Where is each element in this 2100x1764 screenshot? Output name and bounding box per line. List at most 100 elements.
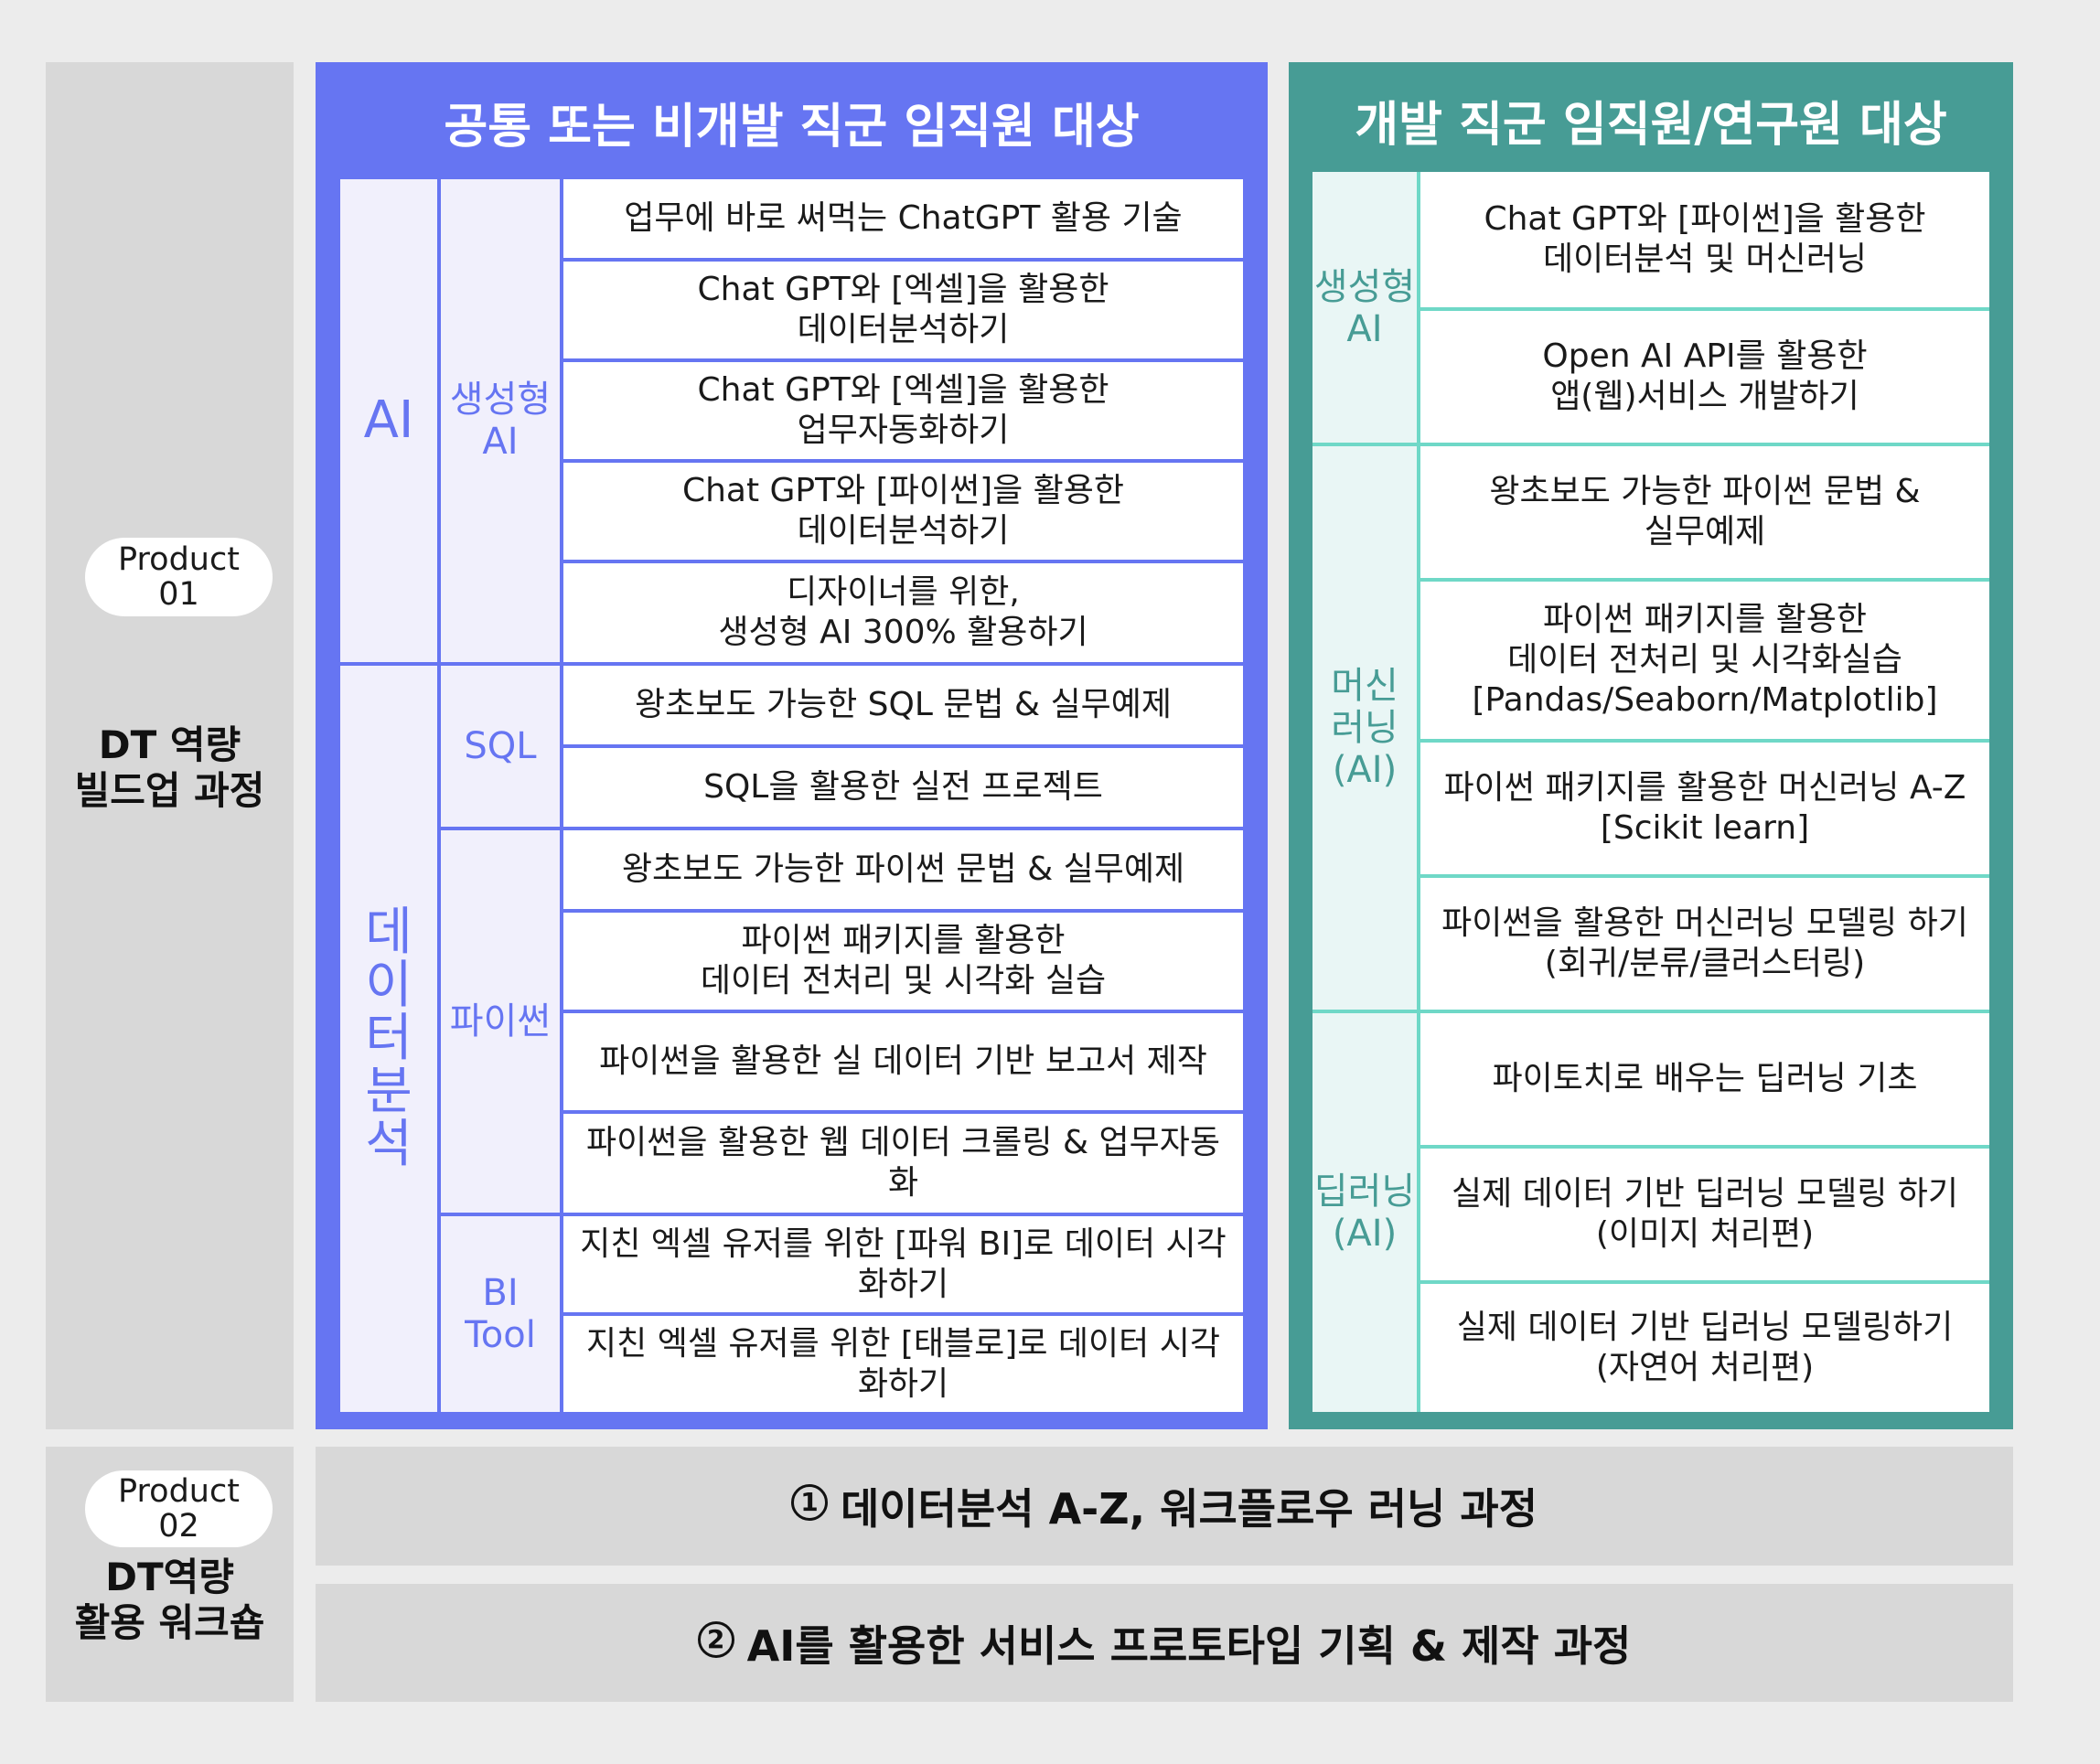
subcategory-genai-line2: AI <box>482 421 519 463</box>
subcategory-genai-line1: 생성형 <box>449 379 552 421</box>
course-line: Chat GPT와 [파이썬]을 활용한 <box>1484 200 1926 238</box>
category-data-char-2: 이 <box>365 956 412 1015</box>
course-line: 생성형 AI 300% 활용하기 <box>718 614 1088 651</box>
dev-category-separator <box>1312 1010 1989 1013</box>
course-item[interactable]: 파이썬을 활용한 실 데이터 기반 보고서 제작 <box>563 1013 1243 1110</box>
number-2-icon: 2 <box>697 1620 734 1658</box>
dev-row-separator <box>1420 1280 1989 1284</box>
subcategory-genai: 생성형 AI <box>441 179 560 662</box>
course-line: 파이썬 패키지를 활용한 <box>741 922 1066 959</box>
dev-column-divider <box>1417 172 1420 1412</box>
dev-category-ml-line1: 머신 <box>1331 665 1398 707</box>
product1-title-line2: 빌드업 과정 <box>74 768 265 813</box>
product2-badge: Product 02 <box>85 1470 273 1547</box>
course-line: 파이썬을 활용한 웹 데이터 크롤링 & 업무자동 <box>586 1124 1220 1161</box>
category-data-char-3: 터 <box>365 1009 412 1068</box>
course-line: SQL을 활용한 실전 프로젝트 <box>703 768 1103 806</box>
product1-title-line1: DT 역량 <box>98 722 241 767</box>
product1-badge: Product 01 <box>85 538 273 616</box>
subcategory-bi-tool: BI Tool <box>441 1216 560 1412</box>
course-line: 업무자동화하기 <box>797 412 1010 449</box>
category-data-char-5: 석 <box>365 1115 412 1174</box>
dev-row-separator <box>1420 1145 1989 1149</box>
dev-category-genai: 생성형 AI <box>1312 172 1417 444</box>
dev-category-dl-line1: 딥러닝 <box>1313 1171 1416 1213</box>
product2-badge-line1: Product <box>118 1473 240 1510</box>
dev-row-separator <box>1420 874 1989 878</box>
category-data-char-1: 데 <box>365 903 412 962</box>
course-line: 지친 엑셀 유저를 위한 [태블로]로 데이터 시각 <box>586 1324 1220 1363</box>
workshop-label-1: 데이터분석 A-Z, 워크플로우 러닝 과정 <box>840 1484 1538 1534</box>
course-item[interactable]: 왕초보도 가능한 파이썬 문법 & 실무예제 <box>563 830 1243 909</box>
course-item[interactable]: 디자이너를 위한,생성형 AI 300% 활용하기 <box>563 563 1243 662</box>
dev-course-item[interactable]: 실제 데이터 기반 딥러닝 모델링하기(자연어 처리편) <box>1420 1284 1989 1412</box>
product1-badge-line1: Product <box>118 541 240 578</box>
non-dev-track-header: 공통 또는 비개발 직군 임직원 대상 <box>444 99 1140 155</box>
dev-row-separator <box>1420 739 1989 743</box>
course-line: 업무에 바로 써먹는 ChatGPT 활용 기술 <box>624 199 1183 237</box>
course-item[interactable]: 왕초보도 가능한 SQL 문법 & 실무예제 <box>563 666 1243 744</box>
dev-category-ml-line2: 러닝 <box>1331 707 1398 749</box>
dev-category-ml: 머신 러닝 (AI) <box>1312 446 1417 1010</box>
course-line: (이미지 처리편) <box>1595 1215 1815 1253</box>
dev-category-genai-line1: 생성형 <box>1313 266 1416 308</box>
course-line: Chat GPT와 [엑셀]을 활용한 <box>697 371 1109 409</box>
course-line: 화하기 <box>857 1364 949 1403</box>
course-line: 데이터 전처리 및 시각화실습 <box>1507 641 1902 679</box>
course-line: 앱(웹)서비스 개발하기 <box>1550 378 1859 415</box>
dev-course-item[interactable]: 실제 데이터 기반 딥러닝 모델링 하기(이미지 처리편) <box>1420 1149 1989 1280</box>
category-data-analysis: 데 이 터 분 석 <box>340 666 437 1412</box>
course-line: 파이썬 패키지를 활용한 머신러닝 A-Z <box>1443 769 1966 807</box>
subcategory-sql: SQL <box>441 666 560 827</box>
course-item[interactable]: 업무에 바로 써먹는 ChatGPT 활용 기술 <box>563 179 1243 258</box>
course-line: 실제 데이터 기반 딥러닝 모델링 하기 <box>1451 1175 1959 1213</box>
workshop-bar-1[interactable]: 1 데이터분석 A-Z, 워크플로우 러닝 과정 <box>316 1447 2013 1566</box>
subcategory-bi-line1: BI <box>482 1272 519 1314</box>
course-line: 데이터분석하기 <box>797 311 1010 348</box>
course-line: 화하기 <box>857 1265 949 1303</box>
dev-course-item[interactable]: 왕초보도 가능한 파이썬 문법 &실무예제 <box>1420 446 1989 578</box>
subcategory-bi-line2: Tool <box>465 1314 536 1356</box>
product1-panel <box>46 62 294 1429</box>
product2-title-line2: 활용 워크숍 <box>74 1600 265 1645</box>
dev-course-item[interactable]: 파이썬 패키지를 활용한 머신러닝 A-Z[Scikit learn] <box>1420 743 1989 874</box>
course-line: (회귀/분류/클러스터링) <box>1544 945 1866 982</box>
dev-row-separator <box>1420 578 1989 582</box>
course-line: (자연어 처리편) <box>1595 1349 1815 1386</box>
course-line: [Pandas/Seaborn/Matplotlib] <box>1472 681 1938 719</box>
course-line: 파이썬을 활용한 머신러닝 모델링 하기 <box>1441 904 1968 942</box>
dev-category-separator <box>1312 443 1989 446</box>
dev-course-item[interactable]: 파이썬을 활용한 머신러닝 모델링 하기(회귀/분류/클러스터링) <box>1420 878 1989 1010</box>
course-line: 데이터분석하기 <box>797 512 1010 550</box>
dev-row-separator <box>1420 307 1989 311</box>
product2-badge-line2: 02 <box>158 1508 199 1545</box>
course-line: 실무예제 <box>1644 513 1766 551</box>
product1-badge-line2: 01 <box>158 576 199 613</box>
workshop-bar-2[interactable]: 2 AI를 활용한 서비스 프로토타입 기획 & 제작 과정 <box>316 1584 2013 1702</box>
dev-course-item[interactable]: 파이토치로 배우는 딥러닝 기초 <box>1420 1013 1989 1145</box>
dev-category-dl-line2: (AI) <box>1332 1213 1398 1255</box>
workshop-label-2: AI를 활용한 서비스 프로토타입 기획 & 제작 과정 <box>746 1620 1632 1671</box>
product2-title: DT역량 활용 워크숍 <box>46 1555 294 1646</box>
course-item[interactable]: SQL을 활용한 실전 프로젝트 <box>563 748 1243 827</box>
dev-category-dl: 딥러닝 (AI) <box>1312 1013 1417 1412</box>
course-line: 왕초보도 가능한 SQL 문법 & 실무예제 <box>634 686 1173 723</box>
category-data-char-4: 분 <box>365 1062 412 1121</box>
number-1-icon: 1 <box>790 1484 828 1521</box>
course-line: 데이터 전처리 및 시각화 실습 <box>700 962 1107 1000</box>
course-line: 디자이너를 위한, <box>787 573 1020 611</box>
course-line: 파이썬 패키지를 활용한 <box>1542 601 1868 638</box>
dev-track-header: 개발 직군 임직원/연구원 대상 <box>1355 97 1947 153</box>
course-line: 화 <box>887 1164 919 1202</box>
course-line: [Scikit learn] <box>1600 809 1810 847</box>
